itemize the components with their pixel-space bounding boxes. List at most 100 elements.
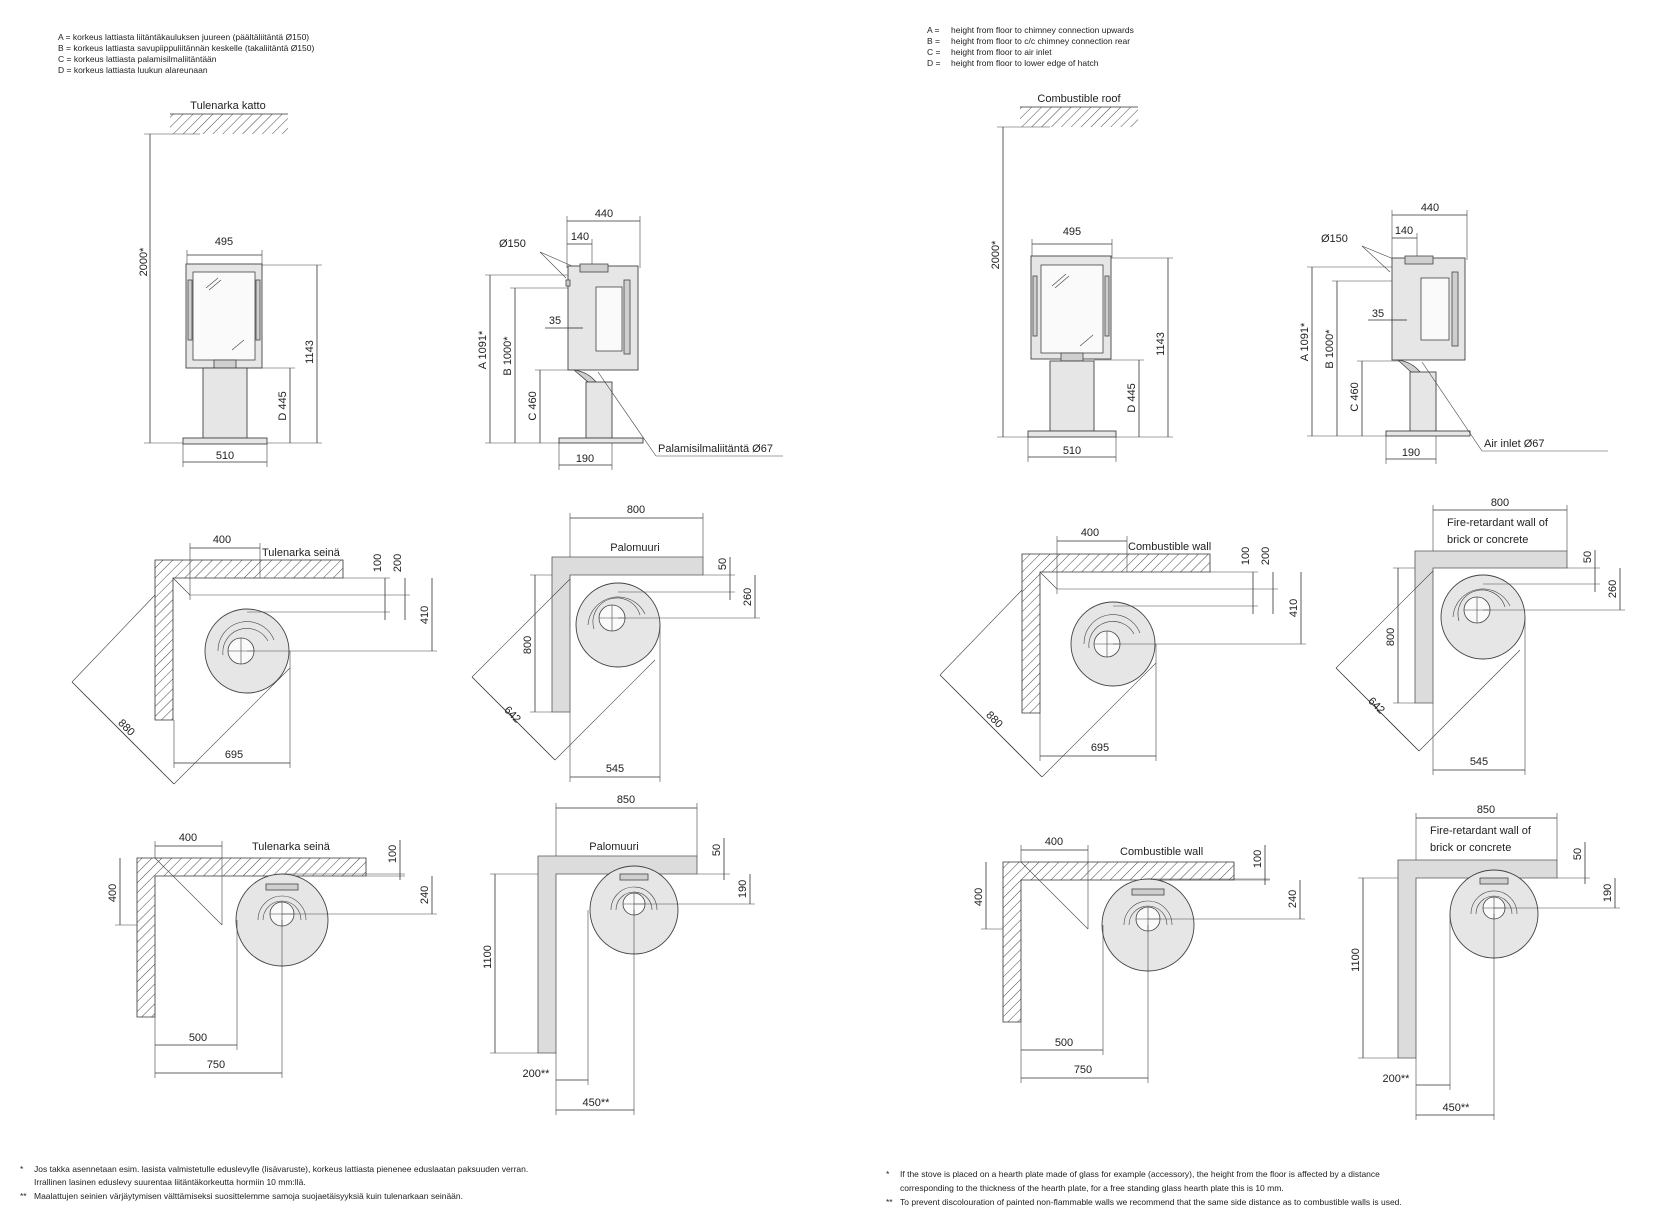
legend-en-c: height from floor to air inlet — [951, 47, 1052, 57]
firewall-label-en-1a: Fire-retardant wall of — [1447, 517, 1549, 529]
dim-height-a-en: A 1091* — [1299, 322, 1311, 361]
dim-w3-h-en: 400 — [973, 888, 985, 906]
dim-base-depth-en: 190 — [1402, 447, 1420, 459]
front-view-fi: Tulenarka katto 2000* 495 1143 D 445 510 — [138, 100, 322, 467]
dim-w3-h: 400 — [107, 884, 119, 902]
dim-c1-100: 100 — [372, 554, 384, 572]
dim-c2-diag: 642 — [501, 704, 522, 725]
dim-c2-top: 800 — [627, 504, 645, 516]
dim-c2-w: 545 — [606, 763, 624, 775]
dim-c1-side: 400 — [213, 534, 231, 546]
dim-w4-h-en: 1100 — [1350, 948, 1362, 972]
dim-w3-side: 400 — [179, 832, 197, 844]
dim-w3-100: 100 — [387, 845, 399, 863]
legend-en-c-key: C = — [927, 47, 941, 57]
front-view-en: Combustible roof 2000* 495 1143 D 445 51… — [990, 93, 1173, 462]
dim-c2-top-en: 800 — [1491, 497, 1509, 509]
stove-pedestal — [202, 367, 248, 439]
dim-c1-410: 410 — [419, 606, 431, 624]
roof-label-en: Combustible roof — [1037, 93, 1121, 105]
dim-c1-410-en: 410 — [1288, 599, 1300, 617]
dim-c1-side-en: 400 — [1081, 527, 1099, 539]
wall-firewall-fi: Palomuuri 850 50 190 1100 200** 450** — [482, 794, 755, 1115]
dim-w4-450: 450** — [583, 1097, 611, 1109]
dim-c1-w: 695 — [225, 749, 243, 761]
dim-offset-35-en: 35 — [1372, 308, 1384, 320]
dim-front-height-en: 2000* — [990, 240, 1002, 269]
note-fi-2: Irrallinen lasinen eduslevy suurentaa li… — [34, 1177, 306, 1187]
dim-height-a-fi: A 1091* — [477, 330, 489, 369]
dim-height-c-en: C 460 — [1349, 382, 1361, 411]
stove-baseplate — [182, 437, 268, 445]
dim-w3-side-en: 400 — [1045, 836, 1063, 848]
wall-firewall-en: Fire-retardant wall of brick or concrete… — [1350, 804, 1620, 1120]
legend-fi-a: A = korkeus lattiasta liitäntäkauluksen … — [58, 32, 309, 42]
dim-w3-750-en: 750 — [1074, 1064, 1092, 1076]
note-fi-3-mark: ** — [20, 1191, 27, 1201]
dim-height-b-en: B 1000* — [1324, 329, 1336, 369]
dim-offset-35-fi: 35 — [549, 315, 561, 327]
dim-side-depth-en: 440 — [1421, 202, 1439, 214]
dim-w4-200-en: 200** — [1383, 1073, 1411, 1085]
legend-en-b-key: B = — [927, 36, 940, 46]
dim-w4-h: 1100 — [482, 945, 494, 969]
dim-c2-diag-en: 642 — [1365, 695, 1386, 716]
legend-fi-b: B = korkeus lattiasta savupiippuliitännä… — [58, 43, 314, 53]
dim-w3-500-en: 500 — [1055, 1037, 1073, 1049]
legend-en-a: height from floor to chimney connection … — [951, 25, 1134, 35]
corner-firewall-en: Fire-retardant wall of brick or concrete… — [1335, 497, 1625, 775]
note-en-2: corresponding to the thickness of the he… — [900, 1183, 1284, 1193]
firewall-label-en-2a: Fire-retardant wall of — [1430, 825, 1532, 837]
dim-w3-500: 500 — [189, 1032, 207, 1044]
footnotes-en: * If the stove is placed on a hearth pla… — [886, 1169, 1402, 1207]
wall-combustible-en: Combustible wall 400 100 240 400 500 750 — [973, 836, 1305, 1083]
note-en-3-mark: ** — [886, 1197, 893, 1207]
dim-c1-diag-en: 880 — [983, 709, 1004, 730]
dim-c2-260: 260 — [742, 588, 754, 606]
stove-door-glass — [192, 271, 256, 361]
dim-side-depth: 440 — [595, 208, 613, 220]
wall-combustible-fi: Tulenarka seinä 400 100 240 400 500 750 — [107, 832, 437, 1078]
dim-w3-750: 750 — [207, 1059, 225, 1071]
legend-fi-d: D = korkeus lattiasta luukun alareunaan — [58, 65, 208, 75]
footnotes-fi: * Jos takka asennetaan esim. lasista val… — [20, 1164, 528, 1201]
dim-c1-200: 200 — [392, 554, 404, 572]
dim-front-width: 495 — [215, 236, 233, 248]
legend-en-d: height from floor to lower edge of hatch — [951, 58, 1099, 68]
dim-w4-top: 850 — [617, 794, 635, 806]
dim-w4-450-en: 450** — [1443, 1102, 1471, 1114]
corner-firewall-fi: Palomuuri 800 50 260 800 642 545 — [471, 504, 760, 782]
dim-c1-diag: 880 — [115, 717, 136, 738]
air-inlet-label-fi: Palamisilmaliitäntä Ø67 — [658, 443, 773, 455]
dim-side-offset: 140 — [571, 231, 589, 243]
dim-pipe-dia-fi: Ø150 — [499, 238, 526, 250]
dim-c1-100-en: 100 — [1240, 547, 1252, 565]
dim-w4-190-en: 190 — [1602, 884, 1614, 902]
dim-front-height: 2000* — [138, 247, 150, 276]
note-en-1-mark: * — [886, 1169, 890, 1179]
wall-label-en-1: Combustible wall — [1128, 541, 1211, 553]
dim-w3-100-en: 100 — [1252, 850, 1264, 868]
dim-base-width-en: 510 — [1063, 445, 1081, 457]
firewall-label-fi-1: Palomuuri — [610, 542, 660, 554]
dim-height-c-fi: C 460 — [527, 391, 539, 420]
dim-c1-w-en: 695 — [1091, 742, 1109, 754]
dim-c1-200-en: 200 — [1260, 547, 1272, 565]
dim-stove-height: 1143 — [304, 340, 316, 364]
note-en-1: If the stove is placed on a hearth plate… — [900, 1169, 1380, 1179]
legend-fi: A = korkeus lattiasta liitäntäkauluksen … — [58, 32, 314, 75]
dim-w3-240: 240 — [419, 886, 431, 904]
firewall-label-en-1b: brick or concrete — [1447, 534, 1528, 546]
air-inlet-label-en: Air inlet Ø67 — [1484, 438, 1545, 450]
dim-w4-50: 50 — [711, 844, 723, 856]
wall-label-en-2: Combustible wall — [1120, 846, 1203, 858]
dim-w3-240-en: 240 — [1287, 890, 1299, 908]
dim-c2-side: 800 — [522, 636, 534, 654]
legend-en-d-key: D = — [927, 58, 941, 68]
roof-hatch — [170, 114, 288, 134]
dim-stove-height-en: 1143 — [1155, 332, 1167, 356]
legend-en: A = height from floor to chimney connect… — [927, 25, 1134, 68]
dim-hatch-height: D 445 — [277, 391, 289, 420]
dim-base-width: 510 — [216, 450, 234, 462]
